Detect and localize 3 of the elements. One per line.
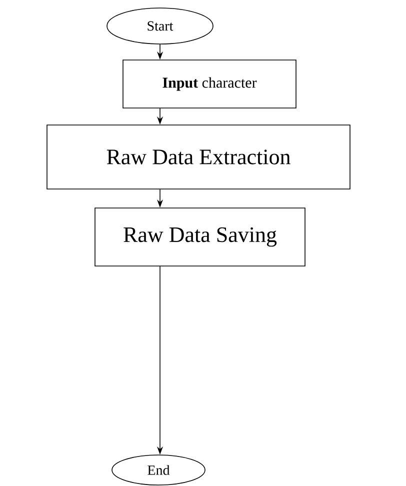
process-box: Raw Data Extraction (46, 124, 350, 190)
process-box: Input character (122, 60, 296, 108)
process-box: Raw Data Saving (94, 208, 306, 266)
